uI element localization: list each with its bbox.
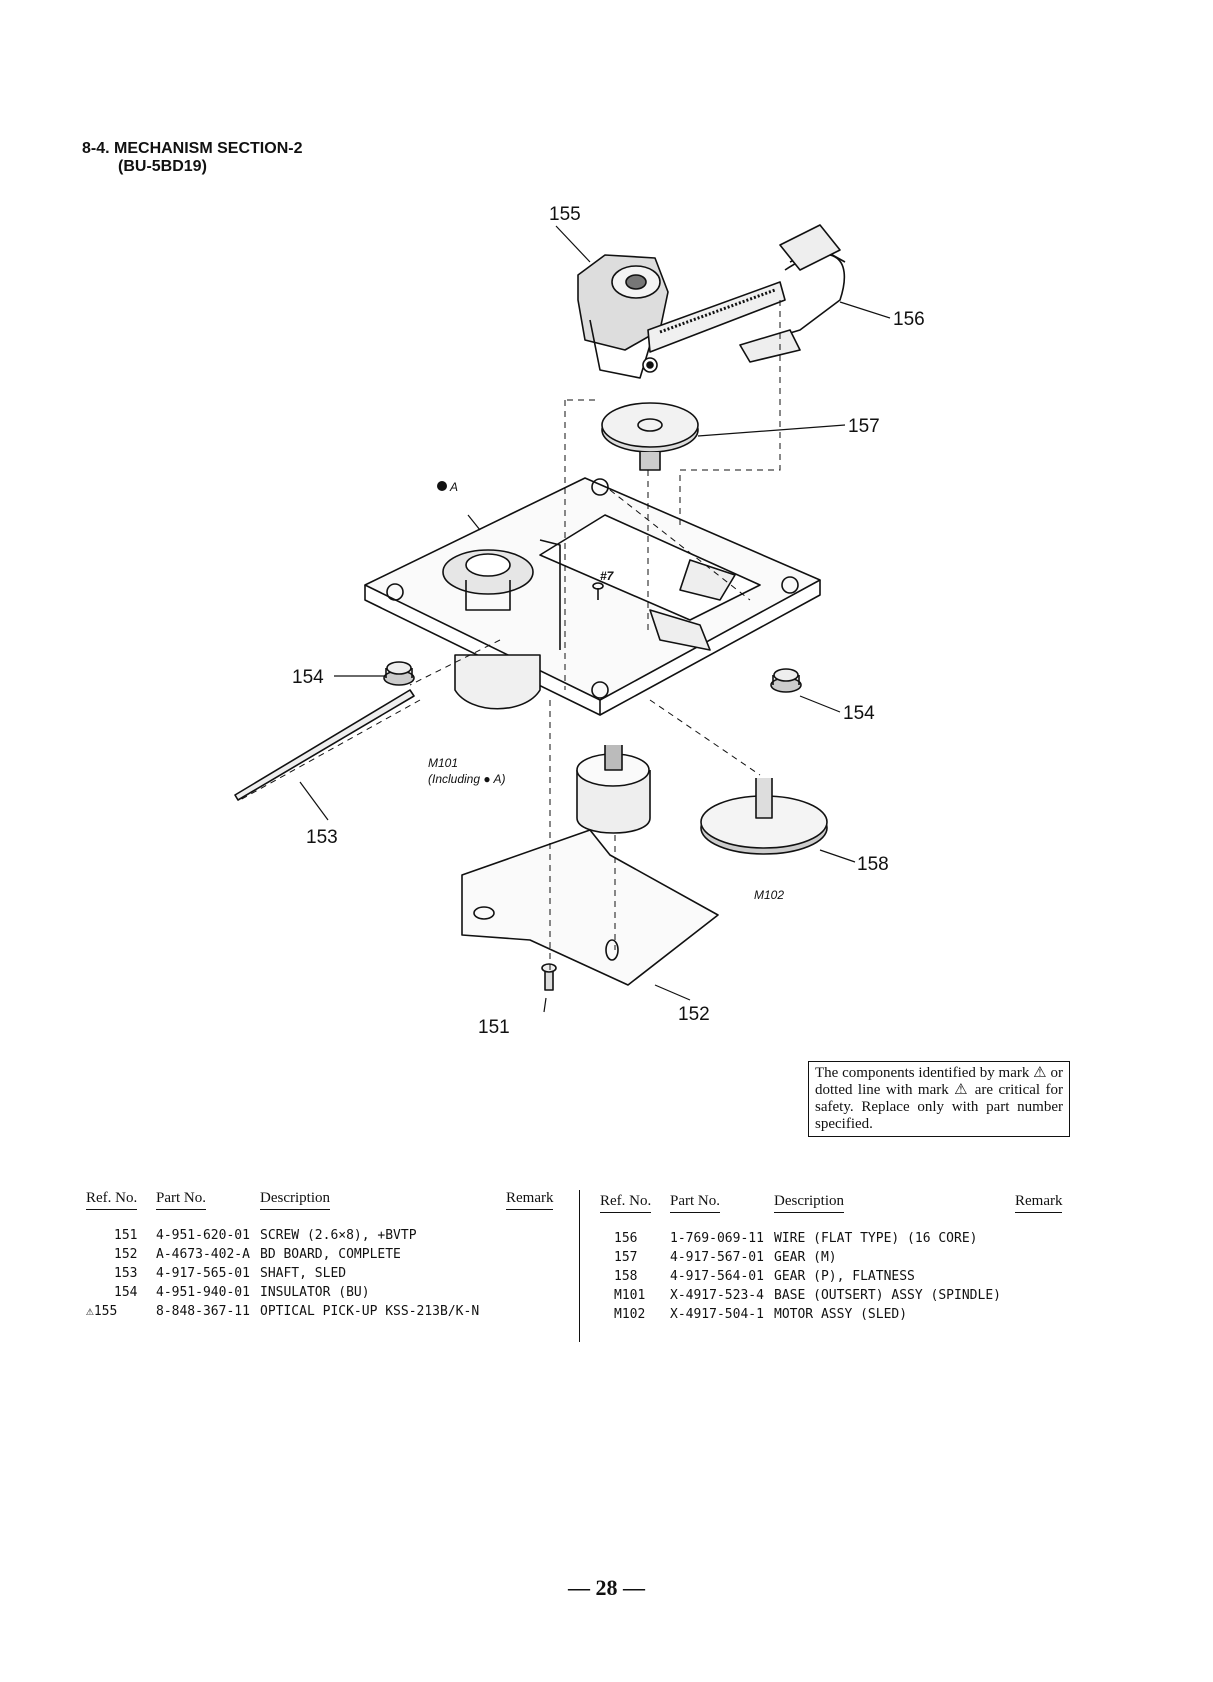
header-remark: Remark [1015,1193,1063,1213]
sled-shaft-part [234,689,415,801]
table-row: 152 A-4673-402-A BD BOARD, COMPLETE [114,1247,401,1262]
section-title-line2: (BU-5BD19) [118,158,207,175]
callout-151: 151 [478,1017,510,1038]
insulator-right-part [770,668,802,693]
screw-part [541,963,557,991]
gear-p-part [700,778,828,855]
header-ref-no: Ref. No. [86,1190,138,1210]
section-title: 8-4. MECHANISM SECTION-2 (BU-5BD19) [82,140,302,176]
alignment-lines [239,300,781,975]
callout-152: 152 [678,1004,710,1025]
exploded-view-diagram: 155 156 157 154 154 153 158 151 152 A #7… [234,204,925,1038]
chassis-plate [364,477,821,716]
safety-notice: The components identified by mark ⚠ or d… [808,1061,1070,1137]
table-row: M102 X-4917-504-1 MOTOR ASSY (SLED) [614,1307,908,1322]
table-row: 157 4-917-567-01 GEAR (M) [614,1250,837,1265]
table-row: 153 4-917-565-01 SHAFT, SLED [114,1266,347,1281]
page-number: — 28 — [568,1575,645,1600]
table-row: 158 4-917-564-01 GEAR (P), FLATNESS [614,1269,915,1284]
label-a: A [449,480,458,494]
table-row: 156 1-769-069-11 WIRE (FLAT TYPE) (16 CO… [614,1231,978,1246]
table-header-right: Ref. No. Part No. Description Remark [600,1193,1070,1221]
table-header-left: Ref. No. Part No. Description Remark [86,1190,556,1218]
label-m101: M101 [428,756,458,770]
header-remark: Remark [506,1190,554,1210]
sled-motor-part [576,745,651,834]
header-description: Description [260,1190,330,1210]
mark-a-dot [437,481,447,491]
flat-wire-part [779,224,841,271]
header-part-no: Part No. [156,1190,206,1210]
bd-board-part [461,829,719,986]
header-part-no: Part No. [670,1193,720,1213]
callout-154-right: 154 [843,703,875,724]
gear-m-part [601,402,699,471]
table-row: ⚠155 8-848-367-11 OPTICAL PICK-UP KSS-21… [86,1304,480,1319]
callout-157: 157 [848,416,880,437]
label-screw-7: #7 [600,569,615,583]
callout-153: 153 [306,827,338,848]
table-row: M101 X-4917-523-4 BASE (OUTSERT) ASSY (S… [614,1288,1001,1303]
table-divider [579,1190,580,1342]
leader-lines [299,225,891,1013]
table-row: 151 4-951-620-01 SCREW (2.6×8), +BVTP [114,1228,417,1243]
callout-156: 156 [893,309,925,330]
insulator-left-part [383,661,415,686]
optical-pickup-part [577,247,846,379]
section-title-line1: 8-4. MECHANISM SECTION-2 [82,140,303,157]
parts-table-left: Ref. No. Part No. Description Remark 151… [86,1190,556,1323]
callout-155: 155 [549,204,581,225]
callout-158: 158 [857,854,889,875]
table-row: 154 4-951-940-01 INSULATOR (BU) [114,1285,370,1300]
label-m102: M102 [754,888,784,902]
header-description: Description [774,1193,844,1213]
label-m101-including: (Including ● A) [428,772,506,786]
callout-154-left: 154 [292,667,324,688]
header-ref-no: Ref. No. [600,1193,652,1213]
parts-table-right: Ref. No. Part No. Description Remark 156… [600,1193,1070,1326]
